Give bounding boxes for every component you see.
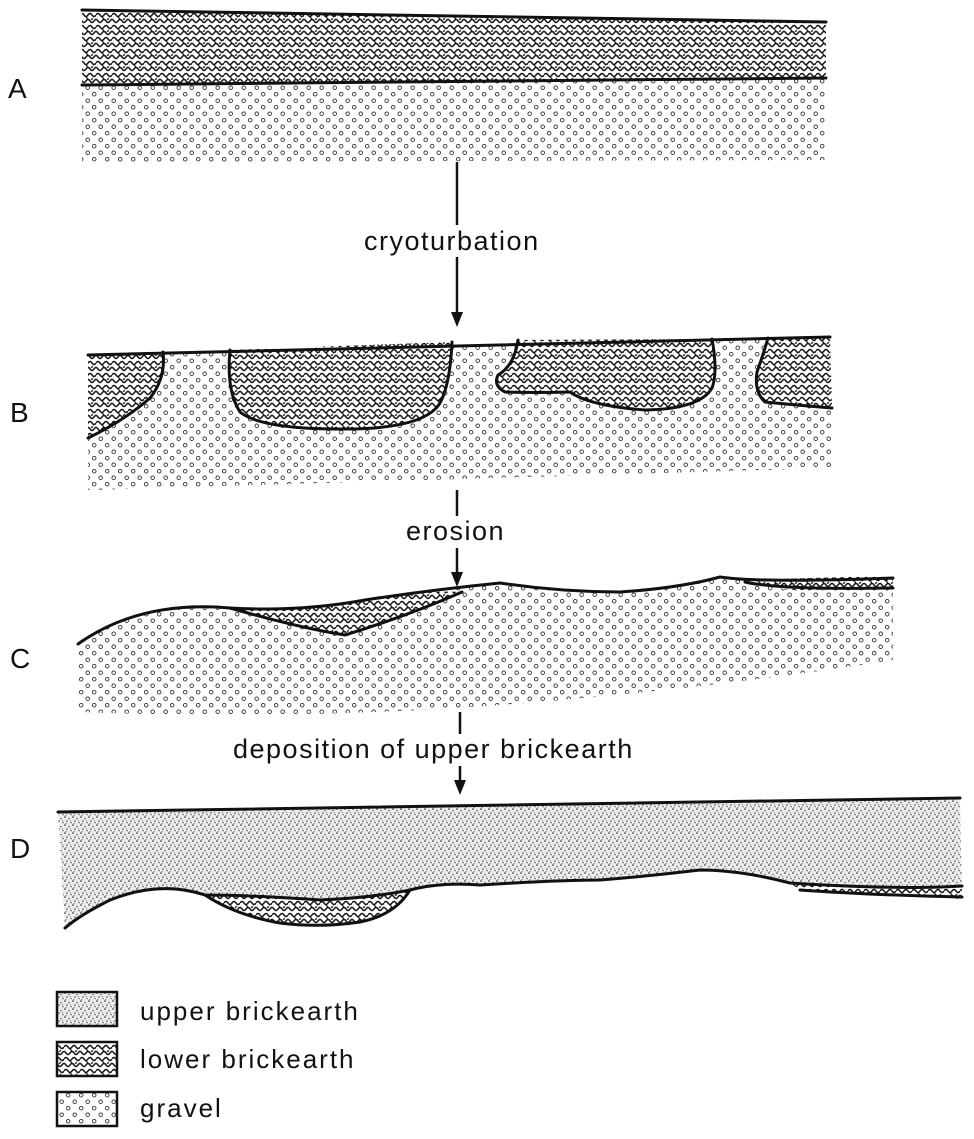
process-label-erosion: erosion bbox=[406, 516, 505, 546]
legend-item-upper-brickearth: upper brickearth bbox=[57, 992, 360, 1026]
panel-label-b: B bbox=[10, 397, 29, 428]
panel-d: D bbox=[10, 798, 962, 928]
gravel-layer bbox=[78, 577, 893, 715]
legend-swatch-gravel bbox=[57, 1092, 117, 1126]
process-arrow-erosion: erosion bbox=[406, 490, 505, 587]
lower-brickearth-pocket bbox=[756, 337, 832, 408]
legend-swatch-upper-brickearth bbox=[57, 992, 117, 1026]
panel-label-c: C bbox=[10, 643, 30, 674]
process-label-cryoturbation: cryoturbation bbox=[364, 226, 540, 256]
panel-label-d: D bbox=[10, 833, 30, 864]
legend-label-lower-brickearth: lower brickearth bbox=[140, 1044, 356, 1074]
process-label-deposition: deposition of upper brickearth bbox=[233, 734, 634, 764]
lower-brickearth-pocket bbox=[229, 342, 452, 429]
legend-label-gravel: gravel bbox=[140, 1093, 223, 1123]
panel-c: C bbox=[10, 576, 893, 715]
gravel-layer bbox=[88, 338, 832, 490]
legend: upper brickearth lower brickearth gravel bbox=[57, 992, 360, 1126]
process-arrow-deposition: deposition of upper brickearth bbox=[233, 712, 634, 795]
legend-item-lower-brickearth: lower brickearth bbox=[57, 1042, 356, 1076]
panel-b: B bbox=[10, 337, 832, 490]
upper-brickearth-layer bbox=[58, 798, 962, 928]
gravel-layer bbox=[82, 78, 826, 162]
legend-label-upper-brickearth: upper brickearth bbox=[140, 996, 360, 1026]
panel-a: A bbox=[8, 10, 826, 162]
process-arrow-cryoturbation: cryoturbation bbox=[364, 162, 540, 327]
panel-label-a: A bbox=[8, 73, 27, 104]
legend-swatch-lower-brickearth bbox=[57, 1042, 117, 1076]
legend-item-gravel: gravel bbox=[57, 1092, 223, 1126]
